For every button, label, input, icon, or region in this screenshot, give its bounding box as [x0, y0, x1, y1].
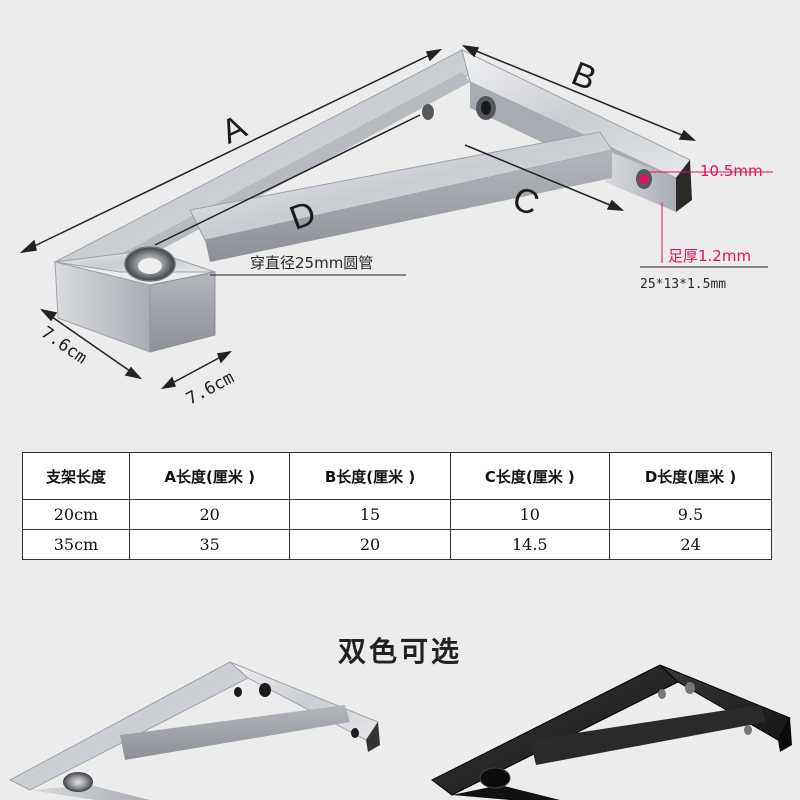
header-d-length: D长度(厘米 )	[609, 452, 772, 500]
header-c-length: C长度(厘米 )	[449, 452, 611, 500]
table-header-row: 支架长度 A长度(厘米 ) B长度(厘米 ) C长度(厘米 ) D长度(厘米 )	[22, 452, 772, 500]
table-cell: 35cm	[22, 529, 130, 560]
table-cell: 10	[449, 499, 611, 530]
header-b-length: B长度(厘米 )	[289, 452, 451, 500]
label-a: A	[216, 107, 253, 151]
foot-thickness-label: 足厚1.2mm	[668, 247, 751, 265]
black-bracket-thumbnail	[431, 664, 792, 800]
color-options-title: 双色可选	[337, 635, 462, 668]
spec-table: 支架长度 A长度(厘米 ) B长度(厘米 ) C长度(厘米 ) D长度(厘米 )…	[22, 452, 772, 560]
foot-side	[149, 271, 216, 353]
tube-spec-label: 25*13*1.5mm	[640, 277, 726, 292]
tube-note: 穿直径25mm圆管	[250, 254, 373, 272]
tube-hole-inner	[138, 258, 162, 274]
hole-marker	[639, 174, 649, 184]
screw-hole-2	[422, 104, 434, 120]
table-row: 35cm 35 20 14.5 24	[22, 529, 772, 560]
width-right-label: 7.6cm	[183, 368, 238, 410]
label-b: B	[566, 55, 601, 99]
dimension-lines	[19, 44, 773, 390]
arm-a-channel	[95, 72, 470, 272]
table-cell: 20	[128, 499, 291, 530]
table-row: 20cm 20 15 10 9.5	[22, 499, 772, 530]
arm-b-end	[676, 160, 692, 212]
bracket-main	[53, 49, 692, 353]
table-cell: 15	[289, 499, 451, 530]
brace-c-side	[205, 150, 612, 262]
table-cell: 24	[609, 529, 772, 560]
hole-diameter-label: 10.5mm	[700, 162, 763, 180]
screw-hole-1-inner	[481, 101, 491, 115]
header-bracket-length: 支架长度	[22, 452, 130, 500]
header-a-length: A长度(厘米 )	[128, 452, 291, 500]
table-cell: 35	[128, 529, 291, 560]
table-cell: 20	[289, 529, 451, 560]
table-cell: 14.5	[449, 529, 611, 560]
silver-bracket-thumbnail	[8, 661, 380, 800]
table-cell: 20cm	[22, 499, 130, 530]
table-cell: 9.5	[609, 499, 772, 530]
width-left-label: 7.6cm	[37, 323, 90, 369]
